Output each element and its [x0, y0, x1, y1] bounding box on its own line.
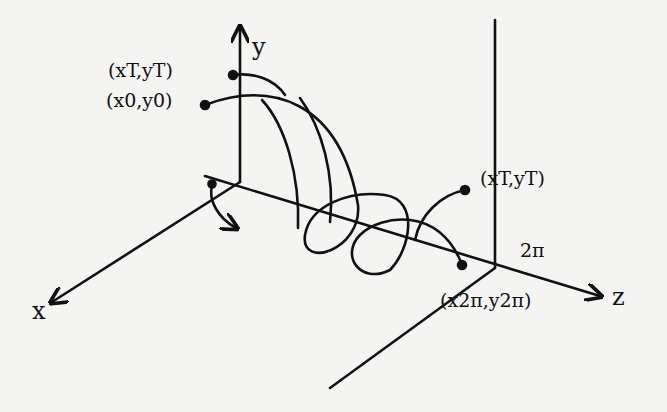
curve: [262, 100, 298, 228]
point-label: (x2π,y2π): [440, 290, 531, 311]
axis-label: y: [252, 34, 266, 60]
curve: [415, 190, 465, 240]
curve: [233, 74, 285, 95]
curve: [300, 98, 331, 222]
dot: [461, 186, 469, 194]
z-axis: [205, 176, 600, 296]
dot: [209, 181, 216, 188]
y-axis: [239, 28, 242, 182]
x-axis: [52, 182, 240, 302]
axis-label: z: [612, 284, 625, 310]
tick-label: 2π: [520, 240, 545, 261]
rotation-arrow: [211, 186, 236, 228]
axis-label: x: [32, 298, 46, 324]
point-label: (x0,y0): [106, 90, 173, 111]
plane-line: [494, 20, 497, 268]
dot: [458, 261, 466, 269]
dot: [201, 101, 209, 109]
plane-line: [330, 268, 495, 388]
point-label: (xT,yT): [108, 60, 173, 81]
point-label: (xT,yT): [480, 168, 545, 189]
helix-curve: [205, 95, 462, 274]
dot: [229, 71, 237, 79]
